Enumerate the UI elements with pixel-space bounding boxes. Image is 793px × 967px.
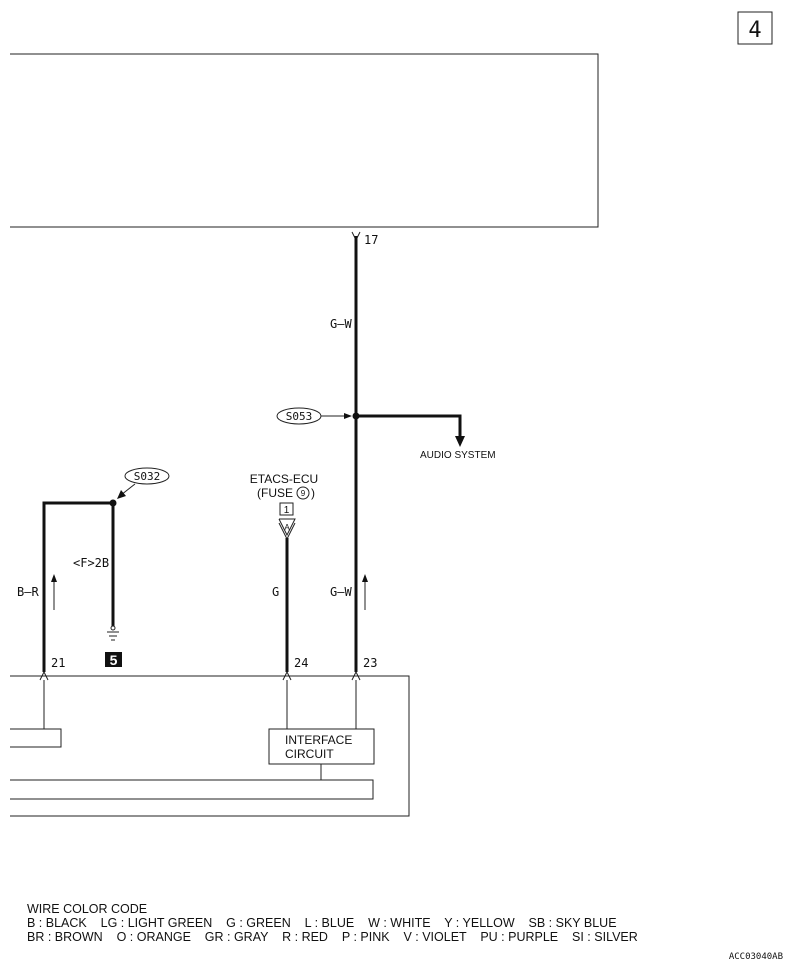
- page-number: 4: [748, 18, 761, 43]
- audio-branch-arrow: [455, 436, 465, 447]
- fuse-number-circle: [296, 486, 310, 500]
- legend-title: WIRE COLOR CODE: [27, 902, 147, 916]
- etacs-ecu-label: ETACS-ECU: [250, 472, 318, 486]
- s032-pointer-arrowhead: [117, 490, 126, 499]
- ground-number: 5: [110, 652, 118, 668]
- ground-number-box: [105, 652, 122, 667]
- audio-branch-wire: [356, 414, 462, 438]
- ground-terminal: [110, 625, 116, 631]
- page-number-box: [737, 11, 773, 45]
- fuse-number: 9: [301, 489, 306, 498]
- pin-23-label: 23: [363, 656, 377, 670]
- s053-pointer-arrowhead: [344, 413, 352, 419]
- s032-junction-dot: [109, 499, 117, 507]
- gw-signal-arrowhead: [362, 574, 368, 582]
- s032-splice-label: S032: [134, 470, 161, 483]
- inner-bus-block: [10, 779, 374, 800]
- br-wire: [42, 501, 115, 672]
- etacs-fuse-open-label: (FUSE: [257, 486, 293, 500]
- pin-24-connector: [282, 670, 292, 681]
- s032-splice-oval: [124, 467, 170, 485]
- legend-row-1: B : BLACK LG : LIGHT GREEN G : GREEN L :…: [27, 916, 617, 930]
- g-wire-label: G: [272, 585, 279, 599]
- drawing-code: ACC03040AB: [729, 952, 783, 962]
- bottom-component-box: [10, 675, 410, 817]
- pin-21-label: 21: [51, 656, 65, 670]
- etacs-fuse-close-label: ): [311, 486, 315, 500]
- gw-top-wire-label: G–W: [330, 317, 352, 331]
- br-signal-arrowhead: [51, 574, 57, 582]
- s053-splice-label: S053: [286, 410, 313, 423]
- pin-23-connector: [351, 670, 361, 681]
- f2b-ground-label: <F>2B: [73, 556, 109, 570]
- connector-letter: A: [284, 523, 290, 532]
- pin-21-connector: [39, 670, 49, 681]
- connector-number: 1: [284, 505, 290, 516]
- interface-label-line1: INTERFACE: [285, 733, 352, 747]
- connector-number-box: [279, 502, 294, 516]
- br-wire-label: B–R: [17, 585, 39, 599]
- inner-left-block: [10, 728, 62, 748]
- interface-label-line2: CIRCUIT: [285, 747, 334, 761]
- pin-24-label: 24: [294, 656, 308, 670]
- top-component-box: [10, 53, 599, 228]
- pin-17-label: 17: [364, 233, 378, 247]
- legend-row-2: BR : BROWN O : ORANGE GR : GRAY R : RED …: [27, 930, 638, 944]
- connector-a-triangle: [278, 518, 296, 537]
- gw-bottom-wire-label: G–W: [330, 585, 352, 599]
- audio-system-label: AUDIO SYSTEM: [420, 450, 496, 461]
